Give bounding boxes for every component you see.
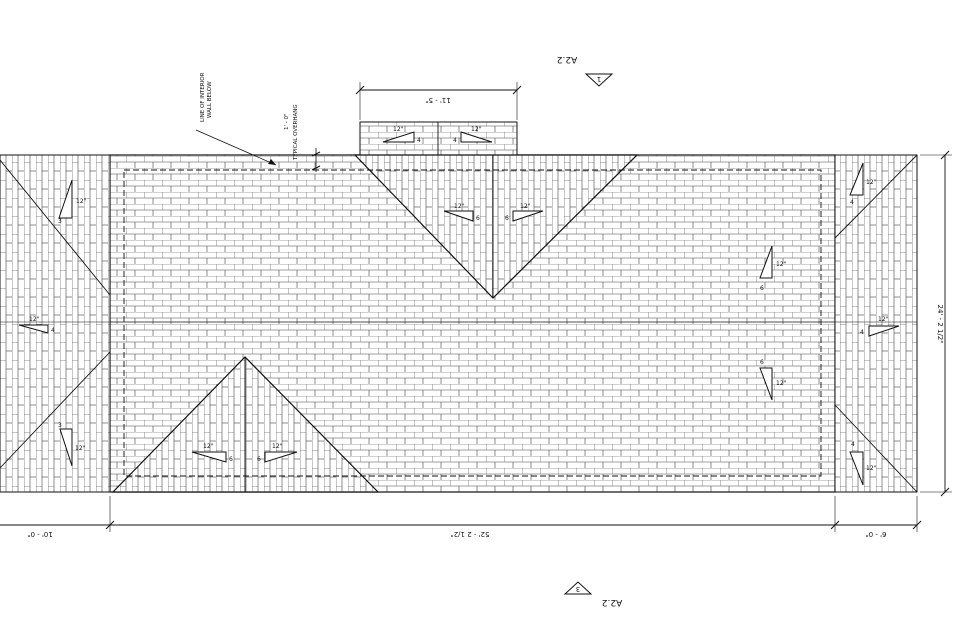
svg-text:12": 12" [776,380,787,387]
svg-text:12": 12" [75,445,86,452]
svg-text:WALL BELOW: WALL BELOW [207,81,213,118]
svg-text:LINE OF INTERIOR: LINE OF INTERIOR [200,72,206,122]
svg-text:3: 3 [576,585,580,593]
svg-text:12": 12" [471,126,482,133]
bottom-gable-triangle [111,356,380,493]
svg-text:TYPICAL OVERHANG: TYPICAL OVERHANG [293,104,299,161]
pitch-marker: 12" 3 [58,422,86,467]
section-marker-bottom: 3 A2.2 [563,581,622,607]
interior-wall-line [123,169,822,477]
hip-line [834,404,918,493]
hip-line [834,154,918,239]
dimension-top-bump: 11' - 5" [355,82,522,120]
svg-text:12": 12" [866,179,877,186]
right-wing-plane [834,154,918,493]
top-gable-triangle [353,154,639,299]
svg-text:4: 4 [51,327,55,334]
svg-text:24' - 2 1/2": 24' - 2 1/2" [936,305,944,344]
hip-line [0,159,111,296]
svg-text:6: 6 [760,359,764,366]
pitch-marker: 12" 6 [759,245,787,292]
pitch-marker: 12" 4 [849,162,877,206]
svg-text:3: 3 [58,422,62,429]
pitch-marker: 12" 4 [382,126,421,144]
svg-text:12": 12" [29,316,40,323]
svg-text:A2.2: A2.2 [557,54,577,64]
pitch-marker: 12" 4 [18,316,55,334]
note-interior-wall: LINE OF INTERIOR WALL BELOW [195,72,277,166]
svg-text:6: 6 [229,456,233,463]
svg-text:12": 12" [776,261,787,268]
pitch-marker: 12" 4 [849,441,877,486]
pitch-marker: 12" 6 [443,203,480,222]
svg-text:52' - 2 1/2": 52' - 2 1/2" [451,530,490,538]
svg-text:12": 12" [272,443,283,450]
svg-text:12": 12" [520,203,531,210]
svg-text:A2.2: A2.2 [602,597,622,607]
pitch-marker: 12" 6 [191,443,233,463]
svg-text:1' - 0": 1' - 0" [284,113,290,130]
svg-text:6: 6 [505,215,509,222]
dimension-right: 24' - 2 1/2" [920,150,952,497]
pitch-marker: 12" 3 [58,179,87,225]
section-marker-top: 1 A2.2 [557,54,614,87]
svg-text:12": 12" [393,126,404,133]
top-bump-plane [359,121,518,156]
svg-text:11' - 5": 11' - 5" [425,96,450,104]
svg-text:6: 6 [257,456,261,463]
hip-line [0,351,111,469]
pitch-marker: 12" 4 [453,126,493,144]
note-typical-overhang: 1' - 0" TYPICAL OVERHANG [284,104,321,172]
svg-text:12": 12" [878,316,889,323]
pitch-marker: 12" 4 [860,316,900,337]
svg-text:6: 6 [476,215,480,222]
svg-text:12": 12" [866,465,877,472]
pitch-marker: 12" 6 [759,359,787,401]
svg-text:4: 4 [417,137,421,144]
svg-text:12": 12" [76,198,87,205]
svg-text:4: 4 [850,199,854,206]
dimension-bottom: 10' - 0" 52' - 2 1/2" 6' - 0" [0,496,922,538]
pitch-marker: 12" 6 [257,443,298,463]
svg-text:12": 12" [454,203,465,210]
svg-text:6: 6 [760,285,764,292]
left-wing-plane [0,154,111,493]
svg-text:4: 4 [453,137,457,144]
svg-text:6' - 0": 6' - 0" [865,530,886,538]
svg-text:1: 1 [597,75,601,83]
svg-text:4: 4 [860,329,864,336]
svg-text:4: 4 [851,441,855,448]
svg-text:12": 12" [203,443,214,450]
pitch-marker: 12" 6 [505,203,544,222]
svg-text:3: 3 [58,218,62,225]
svg-text:10' - 0": 10' - 0" [27,530,52,538]
